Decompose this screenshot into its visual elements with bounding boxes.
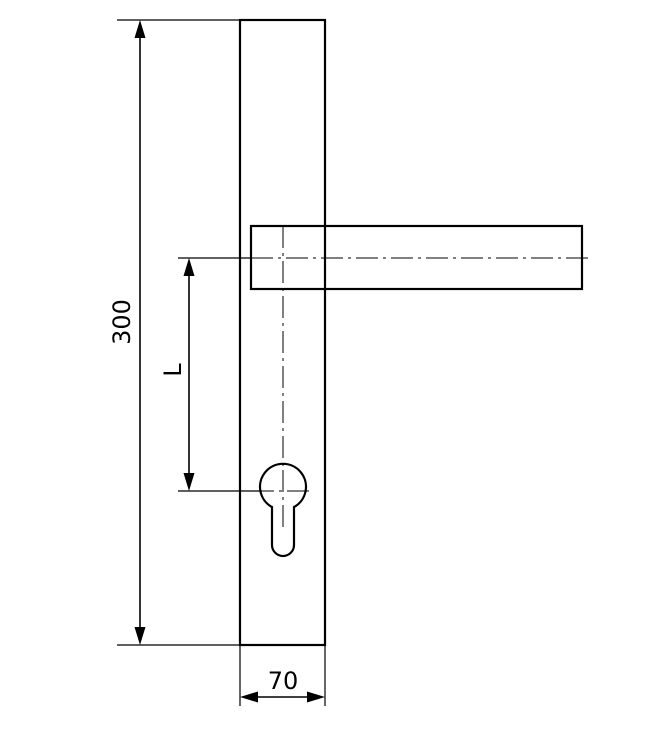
offset-arrow-top xyxy=(183,258,195,276)
width-arrow-left xyxy=(240,691,258,703)
offset-dimension-label: L xyxy=(159,363,187,377)
width-dimension-label: 70 xyxy=(268,667,299,695)
width-arrow-right xyxy=(307,691,325,703)
height-dimension-label: 300 xyxy=(108,299,136,345)
keyhole-cutout xyxy=(258,462,308,558)
height-arrow-bottom xyxy=(134,627,146,645)
offset-arrow-bottom xyxy=(183,473,195,491)
height-arrow-top xyxy=(134,20,146,38)
back-plate xyxy=(238,18,327,647)
